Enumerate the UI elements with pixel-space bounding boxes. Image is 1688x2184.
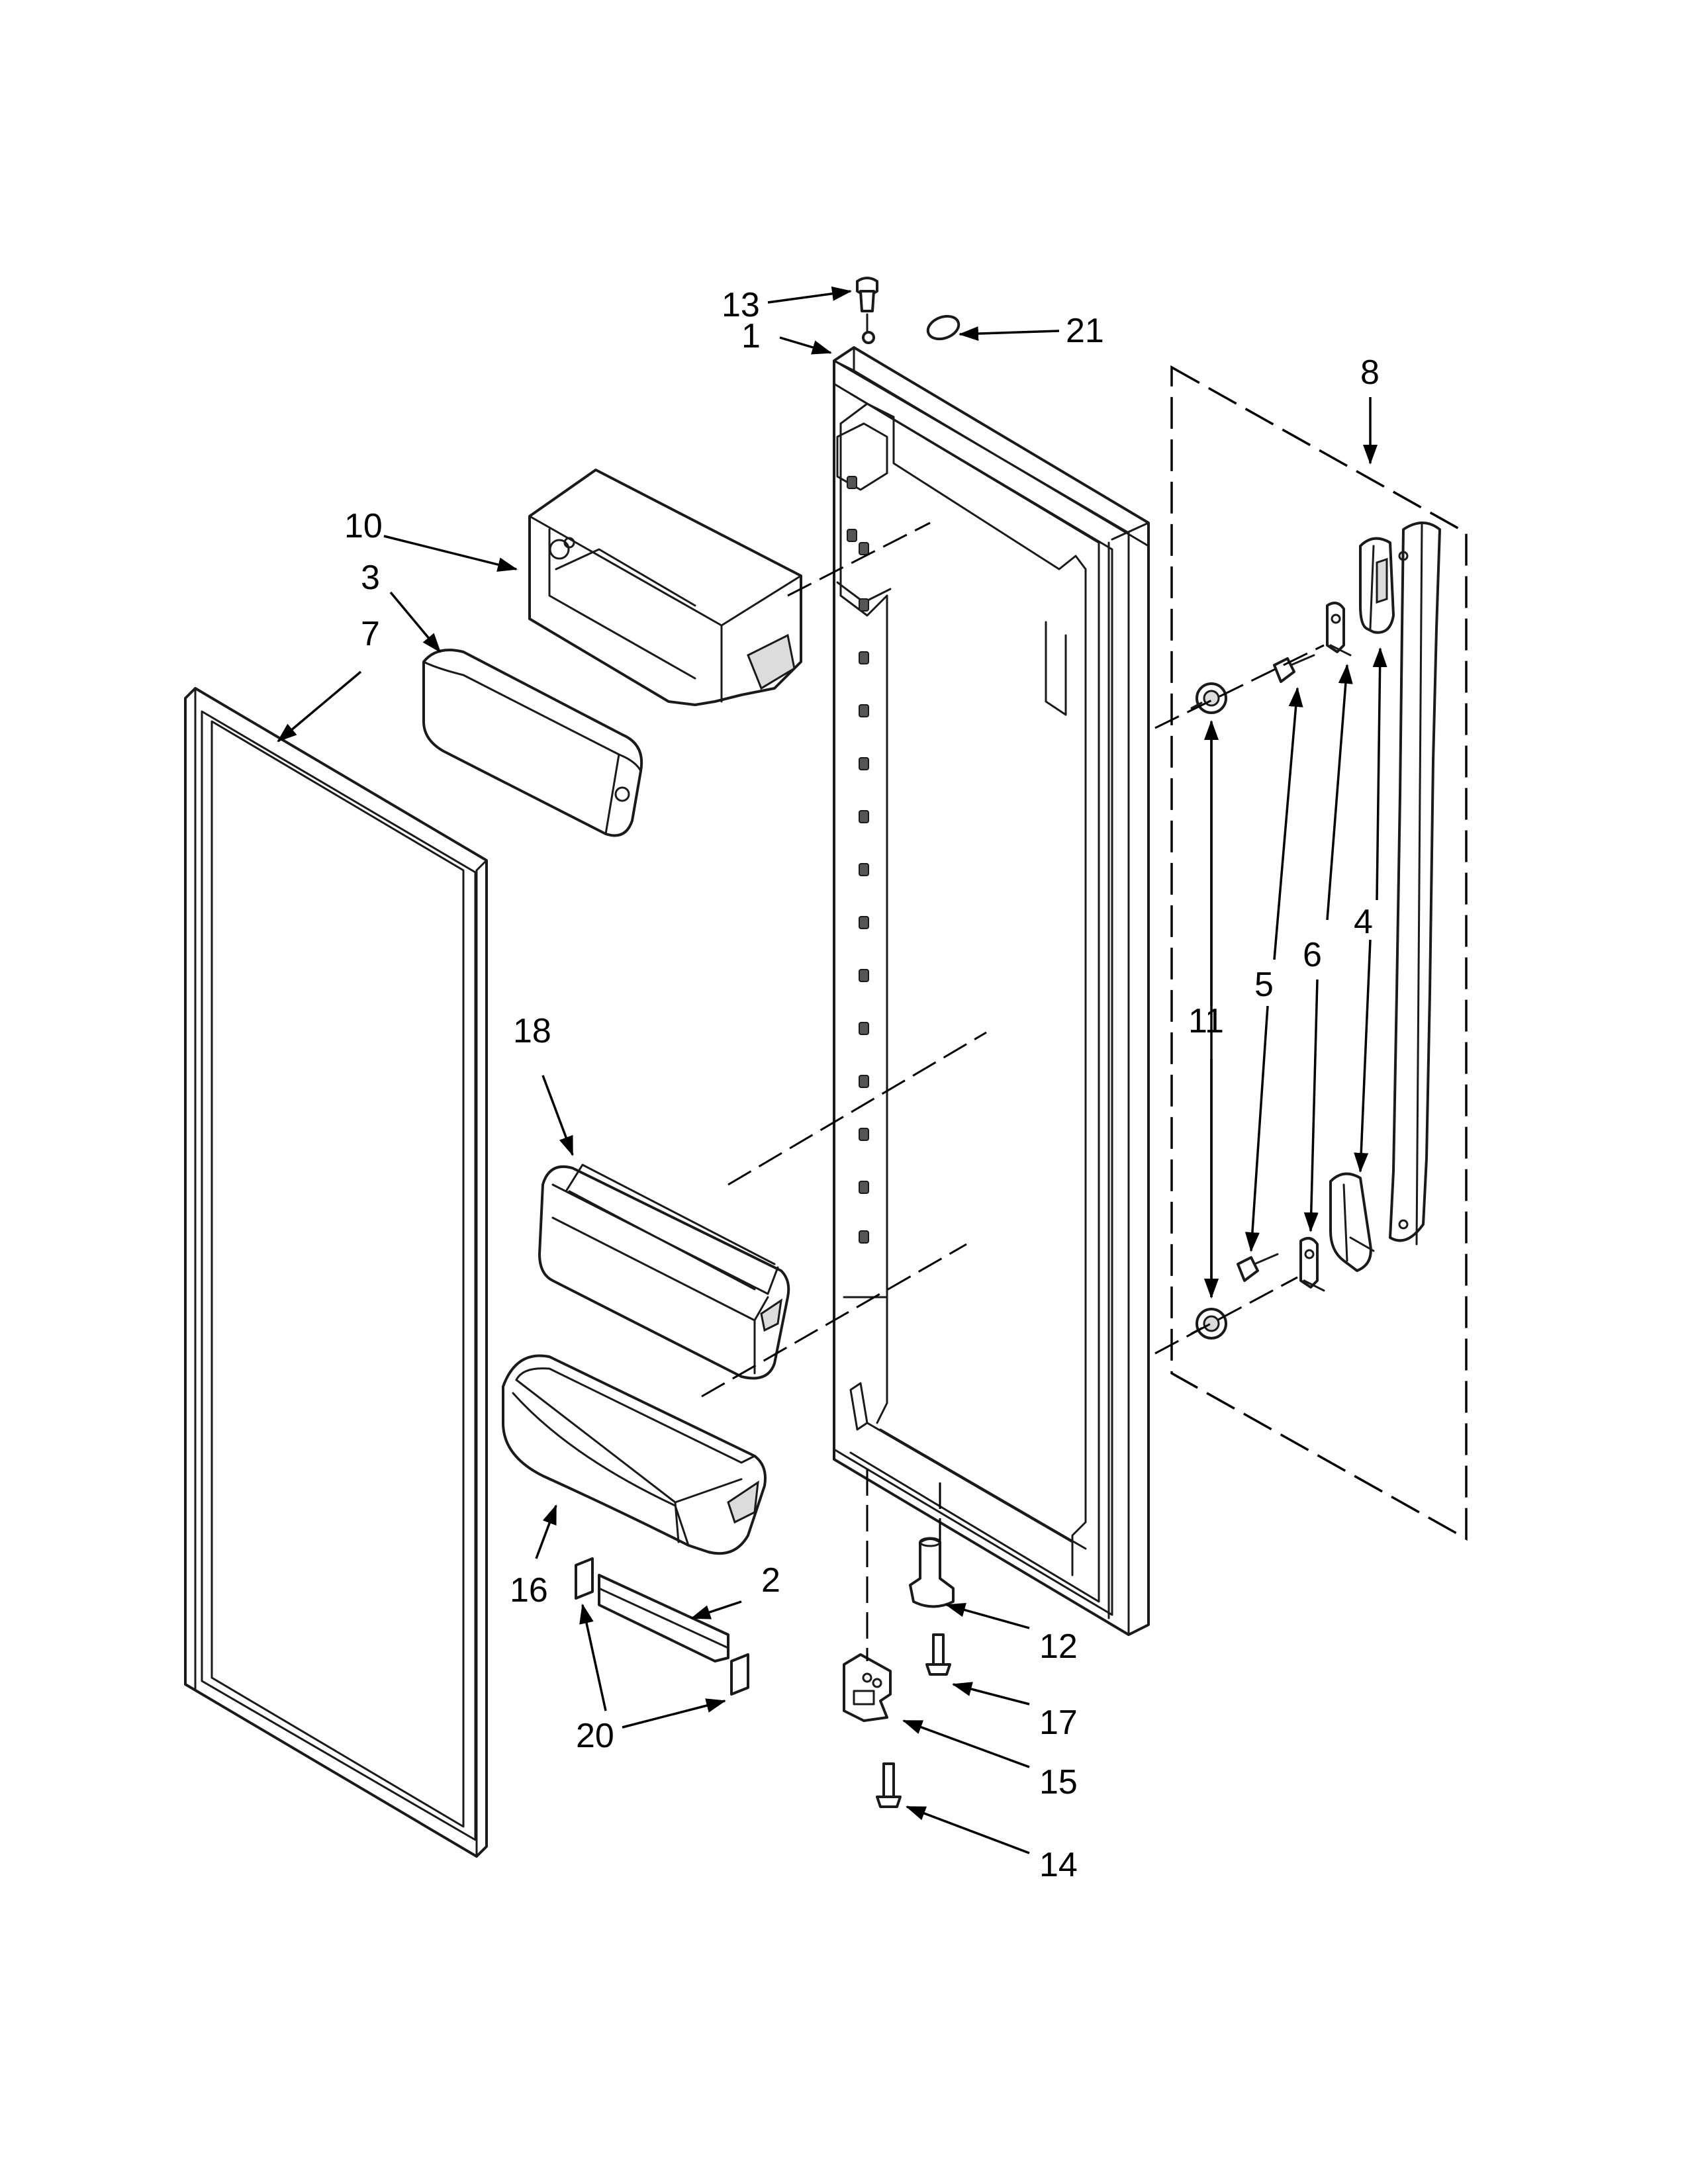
callout-15: 15 [1039,1763,1078,1801]
refrigerator-door-part [833,346,1150,1636]
callout-1: 1 [741,317,761,355]
dairy-compartment-part [528,469,802,706]
handle-end-cap-bottom-part [1329,1172,1375,1272]
callout-leaders [277,286,1387,1854]
callout-2: 2 [761,1561,780,1600]
callout-14: 14 [1039,1846,1078,1884]
callout-7: 7 [361,615,380,653]
door-handle-part [1389,522,1441,1246]
trim-end-cap-right-part [730,1653,749,1696]
callout-20: 20 [576,1717,614,1755]
door-trim-part [598,1574,729,1662]
handle-stud-top-part [1190,682,1227,714]
callout-3: 3 [361,559,380,597]
handle-assembly-dashed-box [1170,365,1468,1541]
callout-18: 18 [513,1012,551,1050]
callout-6: 6 [1303,936,1322,974]
handle-stud-bottom-part [1190,1308,1227,1340]
handle-bracket-bottom-part [1299,1237,1325,1292]
callout-labels: 13 21 1 8 10 3 7 18 11 5 6 4 16 2 20 12 … [344,286,1380,1884]
callout-13: 13 [722,286,760,324]
callout-16: 16 [510,1571,548,1610]
trim-end-cap-left-part [575,1557,594,1600]
shelf-slot-ladder [847,476,869,1244]
hinge-bracket-part [843,1653,892,1722]
bottom-hinge-pin-part [909,1537,955,1608]
dairy-door-part [422,649,643,837]
door-bin-part [538,1163,790,1380]
handle-screw-top-part [1273,654,1315,683]
callout-11: 11 [1188,1002,1224,1040]
handle-bracket-top-part [1326,602,1352,657]
handle-screw-bottom-part [1237,1253,1279,1282]
callout-10: 10 [344,507,383,545]
callout-17: 17 [1039,1704,1078,1742]
handle-end-cap-top-part [1359,537,1395,634]
door-plug-part [926,314,961,341]
callout-4: 4 [1354,903,1373,941]
deep-door-bin-part [502,1354,767,1555]
top-hinge-bushing-part [856,277,878,344]
hinge-screw-17-part [925,1633,951,1676]
hinge-screw-14-part [876,1762,902,1808]
callout-12: 12 [1039,1627,1078,1666]
callout-5: 5 [1254,966,1274,1004]
callout-8: 8 [1360,353,1380,392]
callout-21: 21 [1066,312,1104,350]
door-gasket-part [184,687,488,1858]
